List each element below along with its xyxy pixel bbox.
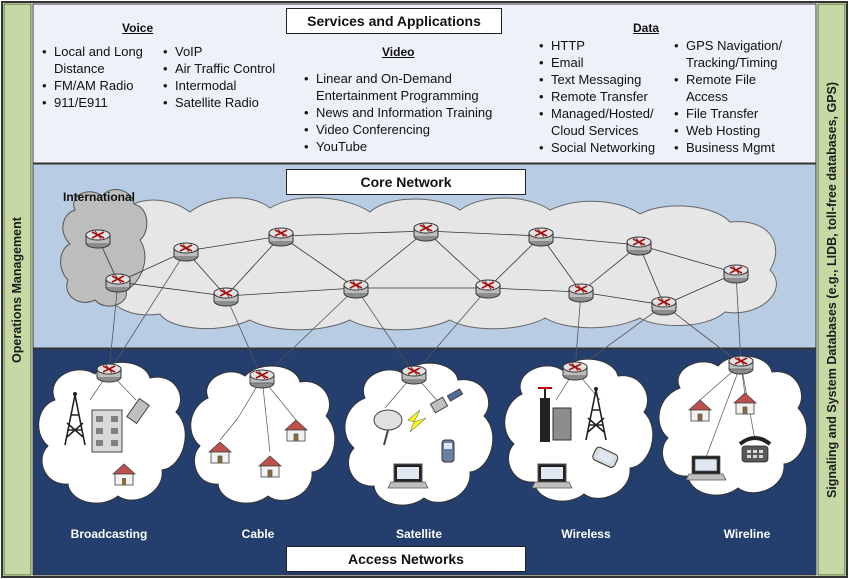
- list-item: File Transfer: [674, 105, 782, 122]
- list-item: Video Conferencing: [304, 121, 492, 138]
- list-item: YouTube: [304, 138, 492, 155]
- list-item: HTTP: [539, 37, 655, 54]
- list-item: Email: [539, 54, 655, 71]
- list-item: Remote File: [674, 71, 782, 88]
- signaling-band: [817, 3, 846, 576]
- list-item: Tracking/Timing: [686, 55, 778, 70]
- list-item: Entertainment Programming: [316, 88, 479, 103]
- voice-list-left: Local and Long Distance FM/AM Radio 911/…: [42, 43, 143, 111]
- core-links: [97, 230, 737, 306]
- data-list-right: GPS Navigation/ Tracking/Timing Remote F…: [674, 37, 782, 156]
- core-network-title: Core Network: [286, 169, 526, 195]
- list-item: Satellite Radio: [163, 94, 275, 111]
- cable-icons: [208, 369, 308, 478]
- list-item: Access: [686, 89, 728, 104]
- list-item: 911/E911: [42, 94, 143, 111]
- cable-label: Cable: [241, 527, 275, 541]
- services-title: Services and Applications: [286, 8, 502, 34]
- voice-heading: Voice: [122, 21, 154, 35]
- data-list-left: HTTP Email Text Messaging Remote Transfe…: [539, 37, 655, 156]
- list-item: FM/AM Radio: [42, 77, 143, 94]
- wireless-icons: [531, 361, 619, 489]
- list-item: Web Hosting: [674, 122, 782, 139]
- satellite-cloud: [344, 362, 494, 506]
- list-item: Managed/Hosted/: [539, 105, 655, 122]
- list-item: Social Networking: [539, 139, 655, 156]
- list-item: Linear and On-Demand: [304, 70, 492, 87]
- list-item: Intermodal: [163, 77, 275, 94]
- list-item: Local and Long: [42, 43, 143, 60]
- list-item: News and Information Training: [304, 104, 492, 121]
- list-item: Remote Transfer: [539, 88, 655, 105]
- satellite-icons: [373, 365, 464, 489]
- list-item: VoIP: [163, 43, 275, 60]
- operations-band: [3, 3, 32, 576]
- wireline-icons: [685, 355, 772, 481]
- core-cloud: [93, 197, 777, 331]
- list-item: Business Mgmt: [674, 139, 782, 156]
- voice-list-right: VoIP Air Traffic Control Intermodal Sate…: [163, 43, 275, 111]
- video-list: Linear and On-Demand Entertainment Progr…: [304, 70, 492, 155]
- list-item: GPS Navigation/: [674, 37, 782, 54]
- list-item: Text Messaging: [539, 71, 655, 88]
- list-item: Air Traffic Control: [163, 60, 275, 77]
- cable-cloud: [190, 365, 336, 504]
- list-item: Cloud Services: [551, 123, 639, 138]
- operations-management-label: Operations Management: [10, 217, 24, 363]
- satellite-label: Satellite: [395, 527, 443, 541]
- broadcasting-label: Broadcasting: [70, 527, 148, 541]
- international-label: International: [63, 190, 136, 204]
- video-heading: Video: [382, 45, 415, 59]
- signaling-databases-label: Signaling and System Databases (e.g., LI…: [825, 81, 839, 499]
- data-heading: Data: [633, 21, 660, 35]
- list-item: Distance: [54, 61, 105, 76]
- wireline-label: Wireline: [723, 527, 771, 541]
- access-networks-title: Access Networks: [286, 546, 526, 572]
- broadcasting-icons: [64, 363, 150, 486]
- wireless-label: Wireless: [561, 527, 611, 541]
